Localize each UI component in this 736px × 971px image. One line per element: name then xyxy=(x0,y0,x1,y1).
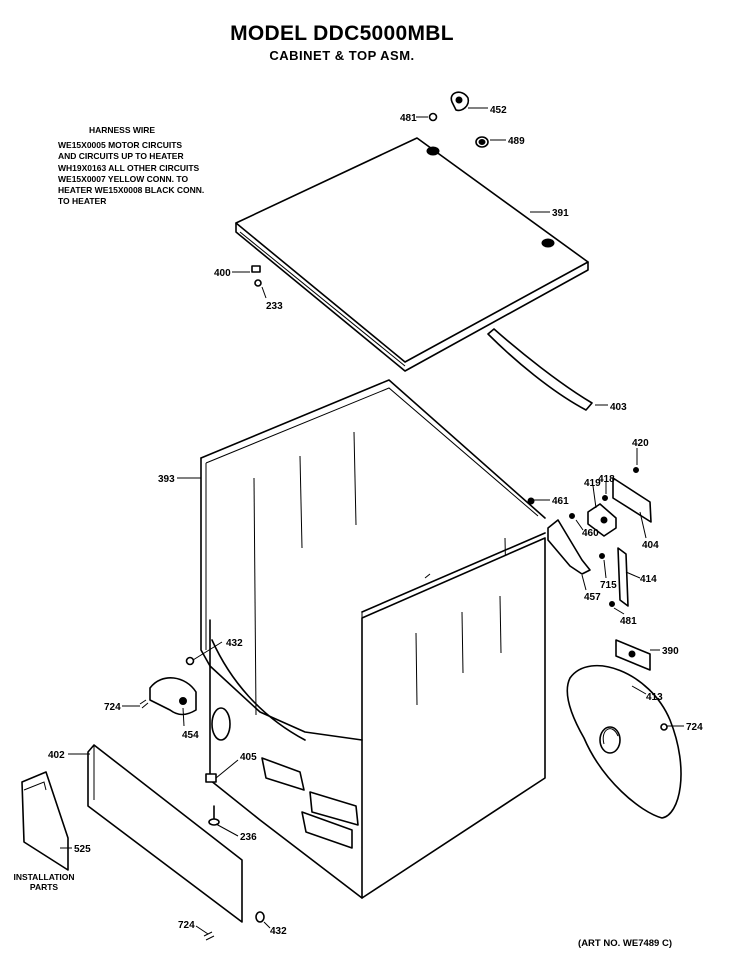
callout-724: 724 xyxy=(686,722,703,733)
screw-part xyxy=(599,553,605,559)
clip-part xyxy=(205,773,217,783)
callout-404: 404 xyxy=(642,540,659,551)
callout-481: 481 xyxy=(620,616,637,627)
art-number: (ART NO. WE7489 C) xyxy=(578,938,672,949)
callout-390: 390 xyxy=(662,646,679,657)
callout-393: 393 xyxy=(158,474,175,485)
callout-454: 454 xyxy=(182,730,199,741)
installation-bag-part xyxy=(21,771,69,871)
page-title: MODEL DDC5000MBL xyxy=(230,22,454,45)
harness-note-line: AND CIRCUITS UP TO HEATER xyxy=(58,151,184,162)
callout-457: 457 xyxy=(584,592,601,603)
toe-kick-part xyxy=(87,744,243,923)
callout-461: 461 xyxy=(552,496,569,507)
harness-wire-note: HARNESS WIRE WE15X0005 MOTOR CIRCUITS AN… xyxy=(58,125,204,207)
screw-part xyxy=(203,931,215,941)
installation-parts-label: INSTALLATION PARTS xyxy=(13,872,75,892)
callout-715: 715 xyxy=(600,580,617,591)
harness-note-heading: HARNESS WIRE xyxy=(88,125,156,135)
top-rail-part xyxy=(487,328,593,411)
screw-part xyxy=(255,911,265,923)
bumper-part xyxy=(475,136,489,148)
bracket-part xyxy=(612,477,652,523)
callout-489: 489 xyxy=(508,136,525,147)
screw-part xyxy=(185,656,195,666)
callout-405: 405 xyxy=(240,752,257,763)
callout-419: 419 xyxy=(584,478,601,489)
callout-413: 413 xyxy=(646,692,663,703)
callout-403: 403 xyxy=(610,402,627,413)
cabinet-part xyxy=(200,379,546,899)
clip-part xyxy=(251,265,262,287)
screw-part xyxy=(428,112,438,122)
callout-432: 432 xyxy=(270,926,287,937)
harness-note-line: WH19X0163 ALL OTHER CIRCUITS xyxy=(58,162,200,173)
callout-460: 460 xyxy=(582,528,599,539)
strap-part xyxy=(617,547,629,607)
harness-note-line: WE15X0005 MOTOR CIRCUITS xyxy=(58,140,183,151)
hinge-clip-part xyxy=(450,91,470,112)
rear-panel-part xyxy=(566,664,682,819)
leveling-leg-part xyxy=(208,805,220,826)
harness-note-line: TO HEATER xyxy=(58,196,107,207)
callout-724: 724 xyxy=(104,702,121,713)
harness-note-line: HEATER WE15X0008 BLACK CONN. xyxy=(58,185,205,196)
duct-part xyxy=(149,677,197,716)
callout-724: 724 xyxy=(178,920,195,931)
callout-402: 402 xyxy=(48,750,65,761)
screw-part xyxy=(609,601,615,607)
callout-452: 452 xyxy=(490,105,507,116)
top-panel-part xyxy=(235,137,589,372)
page-subtitle: CABINET & TOP ASM. xyxy=(269,48,415,63)
bracket-part xyxy=(547,519,591,575)
harness-note-line: WE15X0007 YELLOW CONN. TO xyxy=(58,173,189,184)
callout-400: 400 xyxy=(214,268,231,279)
callout-414: 414 xyxy=(640,574,657,585)
callout-236: 236 xyxy=(240,832,257,843)
callout-418: 418 xyxy=(598,474,615,485)
screw-part xyxy=(527,497,535,505)
callout-525: 525 xyxy=(74,844,91,855)
callout-labels: 481 452 489 391 400 233 403 420 393 461 … xyxy=(48,105,703,937)
callout-233: 233 xyxy=(266,301,283,312)
callout-391: 391 xyxy=(552,208,569,219)
callout-420: 420 xyxy=(632,438,649,449)
callout-432: 432 xyxy=(226,638,243,649)
screw-part xyxy=(139,699,149,709)
switch-block-part xyxy=(569,495,617,537)
callout-481: 481 xyxy=(400,113,417,124)
screw-part xyxy=(633,467,639,473)
screw-part xyxy=(660,723,668,731)
plate-part xyxy=(615,639,651,671)
callout-leaders xyxy=(60,107,684,935)
